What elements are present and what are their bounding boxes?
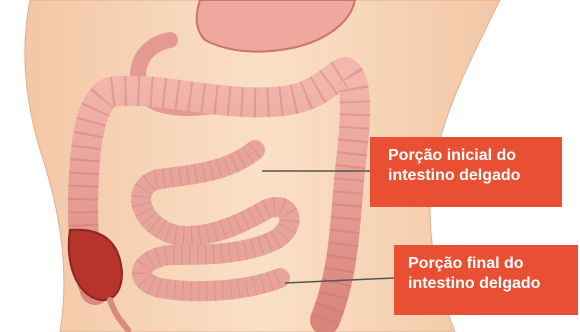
label-final-portion: Porção final do intestino delgado	[394, 245, 578, 315]
label-initial-line2: intestino delgado	[388, 166, 552, 186]
label-final-line1: Porção final do	[408, 254, 568, 274]
label-initial-line1: Porção inicial do	[388, 146, 552, 166]
label-initial-portion: Porção inicial do intestino delgado	[370, 137, 562, 207]
label-final-line2: intestino delgado	[408, 274, 568, 294]
